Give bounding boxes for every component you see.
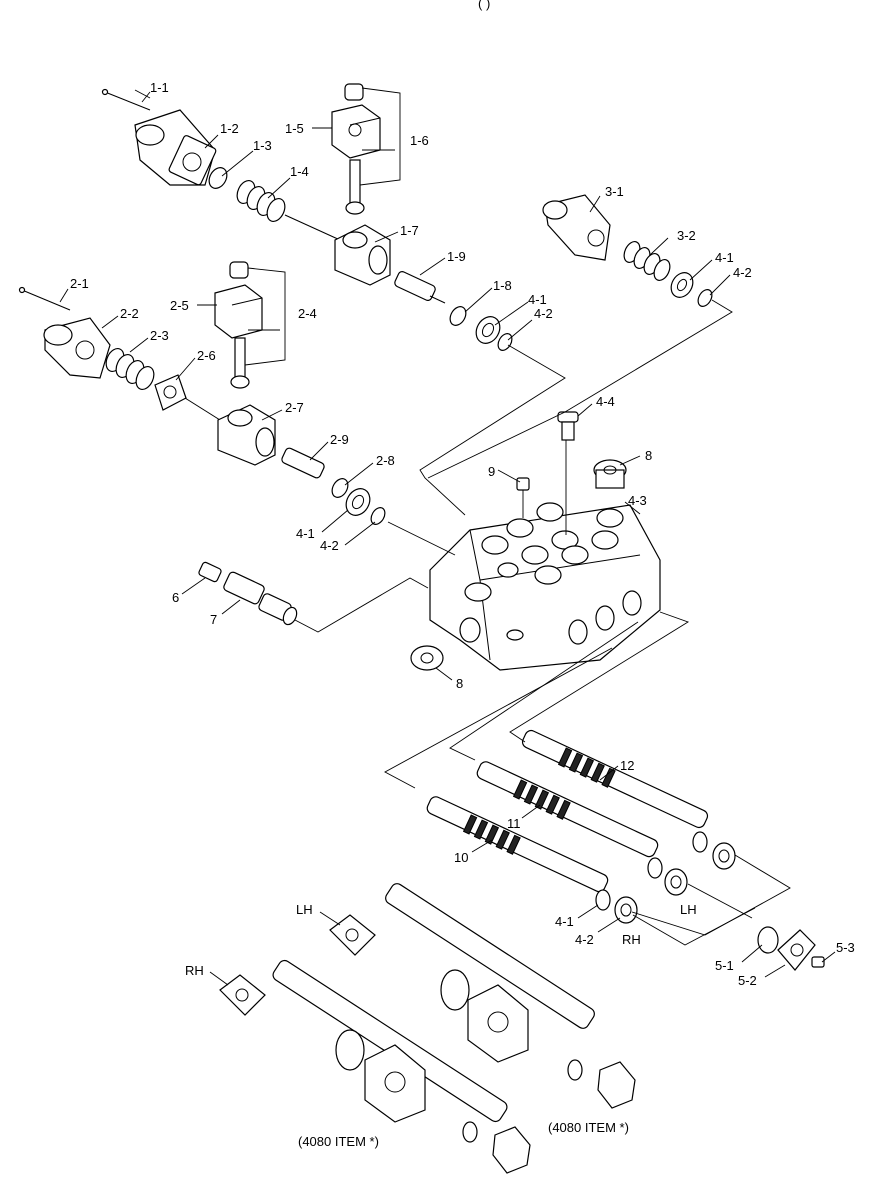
spool-12 [521, 729, 709, 829]
label-2-4: 2-4 [298, 306, 317, 321]
label-3-2: 3-2 [677, 228, 696, 243]
part-8-bottom [410, 645, 444, 671]
label-item-a: (4080 ITEM *) [548, 1120, 629, 1135]
label-1-3: 1-3 [253, 138, 272, 153]
part-1-7 [334, 224, 391, 286]
part-8-top [593, 459, 627, 489]
part-9 [516, 477, 530, 518]
connector-lines [134, 89, 791, 946]
label-6: 6 [172, 590, 179, 605]
label-4-1-d: 4-1 [555, 914, 574, 929]
label-lh-b: LH [296, 902, 313, 917]
part-1-4 [236, 180, 286, 222]
actuator-rh [219, 959, 531, 1174]
label-3-1: 3-1 [605, 184, 624, 199]
part-1-8 [449, 306, 467, 326]
label-12: 12 [620, 758, 634, 773]
assembly-2 [18, 261, 386, 525]
part-1-9 [394, 271, 446, 304]
label-lh-a: LH [680, 902, 697, 917]
label-1-1: 1-1 [150, 80, 169, 95]
spool-end-seals [595, 831, 825, 971]
label-leaders [59, 87, 836, 986]
label-1-5: 1-5 [285, 121, 304, 136]
label-10: 10 [454, 850, 468, 865]
label-4-2-c: 4-2 [320, 538, 339, 553]
label-4-1-a: 4-1 [528, 292, 547, 307]
label-rh-b: RH [185, 963, 204, 978]
label-2-2: 2-2 [120, 306, 139, 321]
label-2-1: 2-1 [70, 276, 89, 291]
label-2-5: 2-5 [170, 298, 189, 313]
label-2-6: 2-6 [197, 348, 216, 363]
valve-body [429, 502, 661, 671]
label-4-2-d: 4-2 [575, 932, 594, 947]
label-4-4: 4-4 [596, 394, 615, 409]
label-5-3: 5-3 [836, 940, 855, 955]
label-rh-a: RH [622, 932, 641, 947]
label-8-b: 8 [456, 676, 463, 691]
label-7: 7 [210, 612, 217, 627]
label-4-1-c: 4-1 [296, 526, 315, 541]
spool-11 [476, 761, 659, 858]
part-4-4 [557, 411, 579, 535]
label-4-1-b: 4-1 [715, 250, 734, 265]
label-2-7: 2-7 [285, 400, 304, 415]
label-9: 9 [488, 464, 495, 479]
label-2-9: 2-9 [330, 432, 349, 447]
assembly-3 [542, 194, 713, 307]
label-2-3: 2-3 [150, 328, 169, 343]
part-6-7 [198, 561, 298, 626]
label-4-3: 4-3 [628, 493, 647, 508]
label-2-8: 2-8 [376, 453, 395, 468]
top-caption: ( ) [478, 0, 490, 11]
label-5-2: 5-2 [738, 973, 757, 988]
actuator-lh [329, 883, 636, 1109]
label-1-6: 1-6 [410, 133, 429, 148]
label-item-b: (4080 ITEM *) [298, 1134, 379, 1149]
label-1-8: 1-8 [493, 278, 512, 293]
spool-10 [426, 796, 609, 893]
label-4-2-a: 4-2 [534, 306, 553, 321]
label-11: 11 [507, 816, 521, 831]
label-1-7: 1-7 [400, 223, 419, 238]
label-1-4: 1-4 [290, 164, 309, 179]
label-1-9: 1-9 [447, 249, 466, 264]
label-4-2-b: 4-2 [733, 265, 752, 280]
part-labels: 1-1 1-2 1-3 1-4 1-5 1-6 1-7 1-9 1-8 4-1 … [70, 80, 855, 1149]
part-1-3 [208, 167, 228, 189]
label-8-a: 8 [645, 448, 652, 463]
part-1-6 [344, 83, 364, 101]
label-5-1: 5-1 [715, 958, 734, 973]
assembly-1 [101, 83, 513, 351]
label-1-2: 1-2 [220, 121, 239, 136]
